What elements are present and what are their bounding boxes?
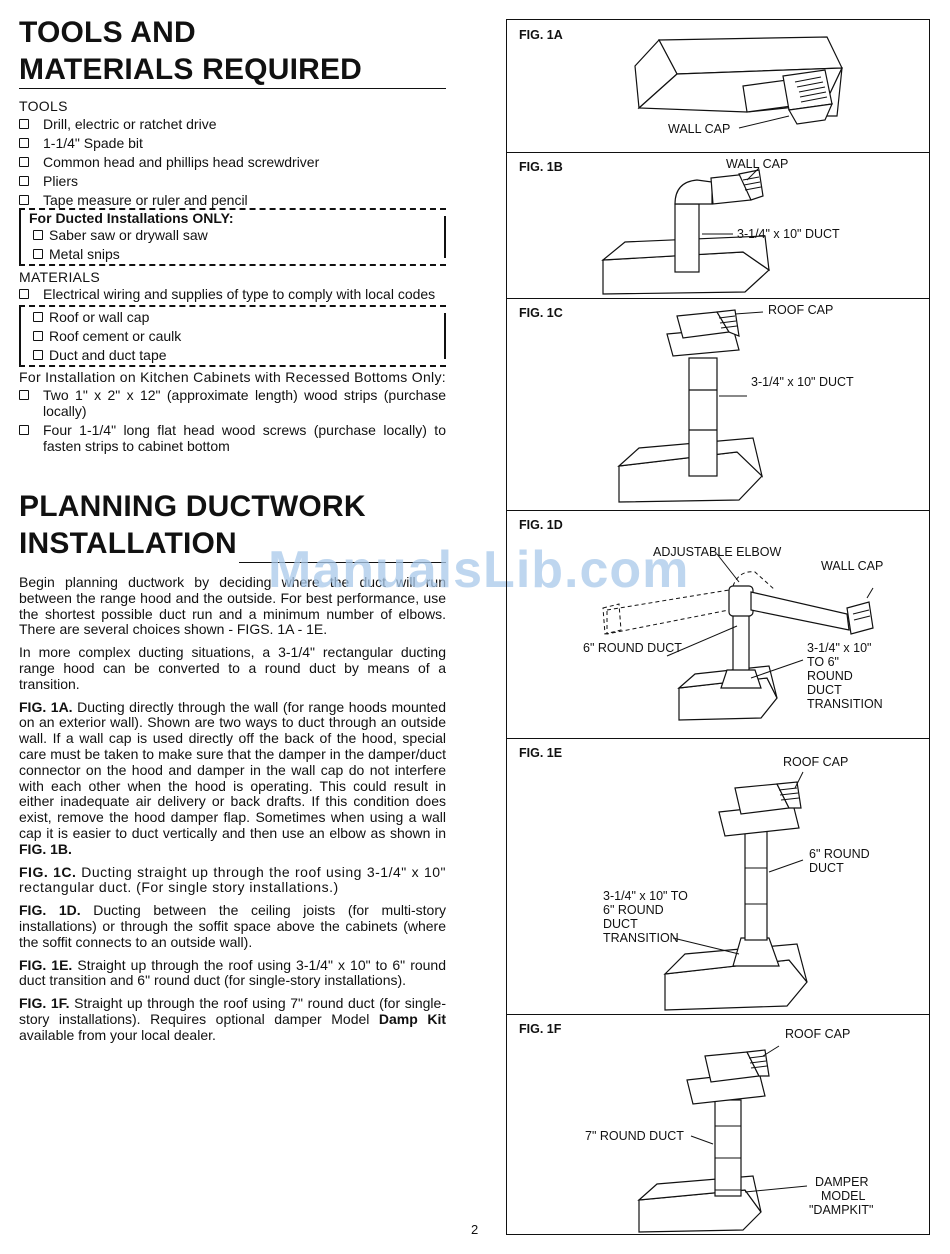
checkbox-icon [33,248,43,259]
fig-1f-callout: 7" ROUND DUCT [585,1129,684,1143]
page-number: 2 [471,1222,479,1237]
fig1e-paragraph: FIG. 1E. Straight up through the roof us… [19,956,446,989]
fig-1d-callout: ROUND [807,669,853,683]
fig-1d-callout: TO 6" [807,655,839,669]
fig-1b-callout: 3-1/4" x 10" DUCT [737,227,840,241]
fig-1c-callout: 3-1/4" x 10" DUCT [751,375,854,389]
fig-1c-illustration: ROOF CAP 3-1/4" x 10" DUCT [617,303,854,503]
checkbox-icon [19,390,29,400]
fig-1d-illustration: ADJUSTABLE ELBOW WALL CAP 6" ROUND DUCT … [583,545,883,721]
list-item: Roof cement or caulk [29,328,446,344]
checkbox-icon [19,118,29,129]
fig1a-paragraph: FIG. 1A. Ducting directly through the wa… [19,698,446,857]
fig-1d-callout: 3-1/4" x 10" [807,641,871,655]
figure-label: FIG. 1E [519,746,563,760]
checkbox-icon [19,175,29,186]
ducted-heading: For Ducted Installations ONLY: [29,209,234,226]
checkbox-icon [19,137,29,148]
checkbox-icon [33,350,43,360]
fig-1d-callout: ADJUSTABLE ELBOW [653,545,781,559]
checkbox-icon [19,289,29,299]
list-item: Two 1" x 2" x 12" (approximate length) w… [19,387,446,419]
fig-1f-callout: MODEL [821,1189,866,1203]
fig-1e-callout: 6" ROUND [603,903,664,917]
fig-1f-callout: ROOF CAP [785,1027,850,1041]
list-item: Saber saw or drywall saw [29,227,446,243]
fig-1b-illustration: WALL CAP 3-1/4" x 10" DUCT [601,157,840,295]
fig-1e-callout: TRANSITION [603,931,679,945]
checkbox-icon [33,229,43,240]
planning-paragraph: In more complex ducting situations, a 3-… [19,644,446,692]
list-item: Roof or wall cap [29,309,446,325]
list-item: Tape measure or ruler and pencil [19,192,446,208]
figure-label: FIG. 1D [519,518,563,532]
list-item: Electrical wiring and supplies of type t… [19,286,446,302]
fig1c-paragraph: FIG. 1C. Ducting straight up through the… [19,863,446,896]
fig1d-paragraph: FIG. 1D. Ducting between the ceiling joi… [19,902,447,950]
checkbox-icon [19,425,29,435]
fig-1b-callout: WALL CAP [726,157,788,171]
fig1f-paragraph: FIG. 1F. Straight up through the roof us… [19,995,446,1043]
title-rule [19,88,446,89]
list-item: Duct and duct tape [29,347,446,363]
fig-1d-callout: DUCT [807,683,842,697]
fig-1d-callout: 6" ROUND DUCT [583,641,682,655]
fig-1e-callout: DUCT [603,917,638,931]
checkbox-icon [33,331,43,341]
list-item: Common head and phillips head screwdrive… [19,154,446,170]
list-item: Metal snips [29,246,446,262]
planning-paragraph: Begin planning ductwork by deciding wher… [19,574,446,638]
watermark: ManualsLib.com [268,541,690,599]
fig-1e-callout: 3-1/4" x 10" TO [603,889,688,903]
checkbox-icon [19,156,29,167]
fig-1d-panel: FIG. 1D ADJU [507,510,929,739]
fig-1a-illustration: WALL CAP [634,36,843,136]
fig-1a-panel: FIG. 1A WALL CAP [507,20,929,153]
tools-heading: TOOLS [19,98,68,114]
ducted-materials-box: Roof or wall cap Roof cement or caulk Du… [19,305,446,367]
fig-1f-illustration: ROOF CAP 7" ROUND DUCT DAMPER MODEL "DAM… [585,1027,873,1233]
fig-1c-callout: ROOF CAP [768,303,833,317]
fig-1c-panel: FIG. 1C ROOF CAP 3-1/4" x 10" DUCT [507,298,929,511]
ducted-tools-box: For Ducted Installations ONLY: Saber saw… [19,207,446,266]
tools-list: Drill, electric or ratchet drive 1-1/4" … [19,116,446,208]
figure-label: FIG. 1B [519,160,563,174]
fig-1e-callout: 6" ROUND [809,847,870,861]
fig-1f-callout: "DAMPKIT" [809,1203,873,1217]
figure-label: FIG. 1F [519,1022,562,1036]
checkbox-icon [33,312,43,322]
list-item: Four 1-1/4" long flat head wood screws (… [19,422,446,454]
fig-1e-illustration: ROOF CAP 6" ROUND DUCT 3-1/4" x 10" TO 6… [603,755,870,1011]
recessed-heading: For Installation on Kitchen Cabinets wit… [19,369,446,385]
title-rule [239,562,446,563]
figures-column: FIG. 1A WALL CAP FIG. 1B [506,19,930,1235]
list-item: 1-1/4" Spade bit [19,135,446,151]
fig-1e-panel: FIG. 1E ROOF CAP 6" ROUND DUCT [507,738,929,1015]
list-item: Drill, electric or ratchet drive [19,116,446,132]
materials-heading: MATERIALS [19,268,101,285]
fig-1e-callout: ROOF CAP [783,755,848,769]
figure-label: FIG. 1A [519,28,563,42]
checkbox-icon [19,194,29,205]
fig-1d-callout: WALL CAP [821,559,883,573]
fig-1d-callout: TRANSITION [807,697,883,711]
figure-label: FIG. 1C [519,306,563,320]
fig-1f-panel: FIG. 1F ROOF CAP 7" ROUND DUCT D [507,1014,929,1236]
fig-1a-callout: WALL CAP [668,122,730,136]
fig-1e-callout: DUCT [809,861,844,875]
fig-1b-panel: FIG. 1B WALL CAP 3-1/4" x 10" DUCT [507,152,929,299]
fig-1f-callout: DAMPER [815,1175,868,1189]
list-item: Pliers [19,173,446,189]
